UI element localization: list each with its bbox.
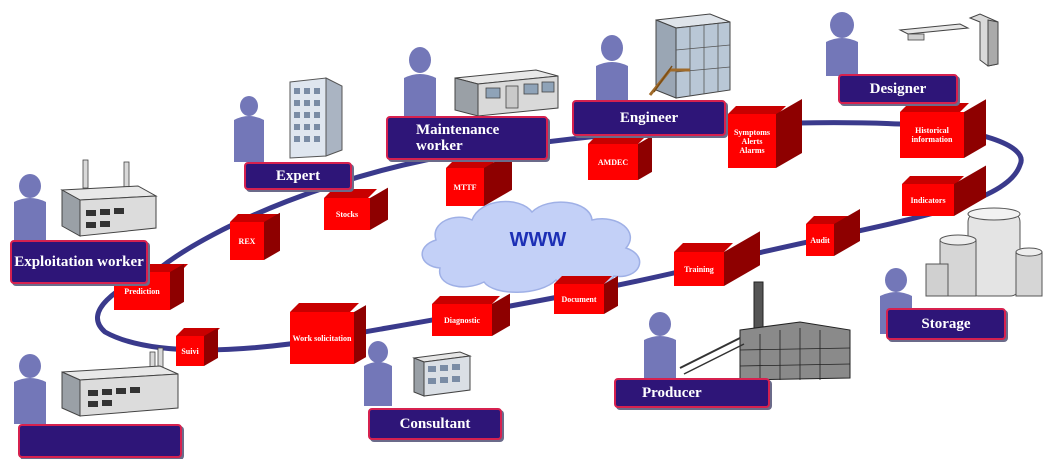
role-storage: Storage <box>886 308 1006 340</box>
role-producer: Producer <box>614 378 770 408</box>
power-plant-icon <box>679 281 851 381</box>
cloud-icon <box>421 200 641 293</box>
glass-building-icon <box>648 13 731 99</box>
pipe-structure-icon <box>898 13 999 67</box>
role-expert: Expert <box>244 162 352 190</box>
www-label: WWW <box>509 229 567 251</box>
role-maintenance-worker: Maintenance worker <box>386 116 548 160</box>
office-building-icon <box>289 77 343 159</box>
role-unlabeled <box>18 424 182 458</box>
person-icon <box>596 35 628 104</box>
role-engineer: Engineer <box>572 100 726 136</box>
person-icon <box>14 354 46 424</box>
office-building-icon <box>412 351 472 397</box>
block-label-stocks: Stocks <box>324 198 370 230</box>
block-label-rex: REX <box>230 222 264 260</box>
role-consultant: Consultant <box>368 408 502 440</box>
block-label-suivi: Suivi <box>176 336 204 366</box>
block-label-indicators: Indicators <box>902 184 954 216</box>
person-icon <box>364 341 392 406</box>
block-label-document: Document <box>554 284 604 314</box>
person-icon <box>234 96 264 162</box>
portable-cabin-icon <box>454 69 559 117</box>
block-label-training: Training <box>674 252 724 286</box>
block-label-historical: Historical information <box>900 112 964 158</box>
block-label-diagnostic: Diagnostic <box>432 304 492 336</box>
person-icon <box>826 12 858 76</box>
block-label-symptoms: Symptoms Alerts Alarms <box>728 114 776 168</box>
role-designer: Designer <box>838 74 958 104</box>
person-icon <box>644 312 676 380</box>
person-icon <box>14 174 46 242</box>
factory-icon <box>60 159 158 237</box>
role-exploitation-worker: Exploitation worker <box>10 240 148 284</box>
block-label-amdec: AMDEC <box>588 144 638 180</box>
person-icon <box>404 47 436 118</box>
block-label-mttf: MTTF <box>446 168 484 206</box>
factory-icon <box>61 347 179 417</box>
storage-tanks-icon <box>925 207 1043 297</box>
block-label-audit: Audit <box>806 224 834 256</box>
block-label-work-solicitation: Work solicitation <box>290 312 354 364</box>
